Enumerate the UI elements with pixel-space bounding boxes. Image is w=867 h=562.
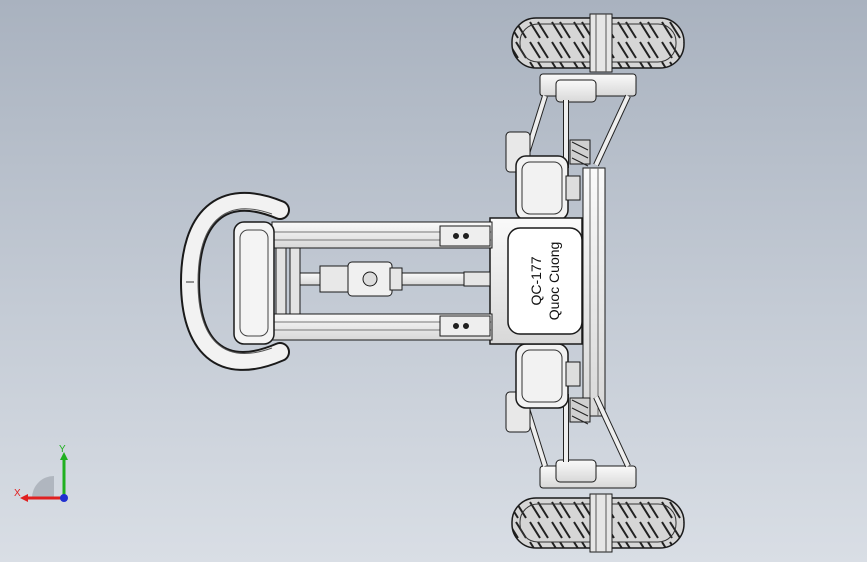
rear-bumper-hoop[interactable] [179,191,290,371]
plate-label-line1: QC-177 [528,256,544,305]
motor-block-bottom[interactable] [505,343,581,433]
front-wheel-top[interactable] [511,13,685,73]
y-axis-arrow [60,452,68,460]
z-axis-dot [60,494,68,502]
seat[interactable] [233,221,275,345]
frame-rails[interactable] [271,221,493,341]
chassis-plate-label: QC-177 Quoc Cuong [528,242,562,321]
chassis-plate[interactable] [489,217,583,345]
front-wheel-bottom[interactable] [511,493,685,553]
motor-block-top[interactable] [505,131,581,221]
coordinate-triad: Y X [14,444,68,502]
x-axis-arrow [20,494,28,502]
steering-linkage-top[interactable] [522,73,637,168]
y-axis-label: Y [59,444,66,455]
plate-label-line2: Quoc Cuong [546,242,562,321]
front-axle-beam[interactable] [582,167,606,417]
steering-shaft[interactable] [299,261,491,297]
x-axis-label: X [14,488,21,499]
